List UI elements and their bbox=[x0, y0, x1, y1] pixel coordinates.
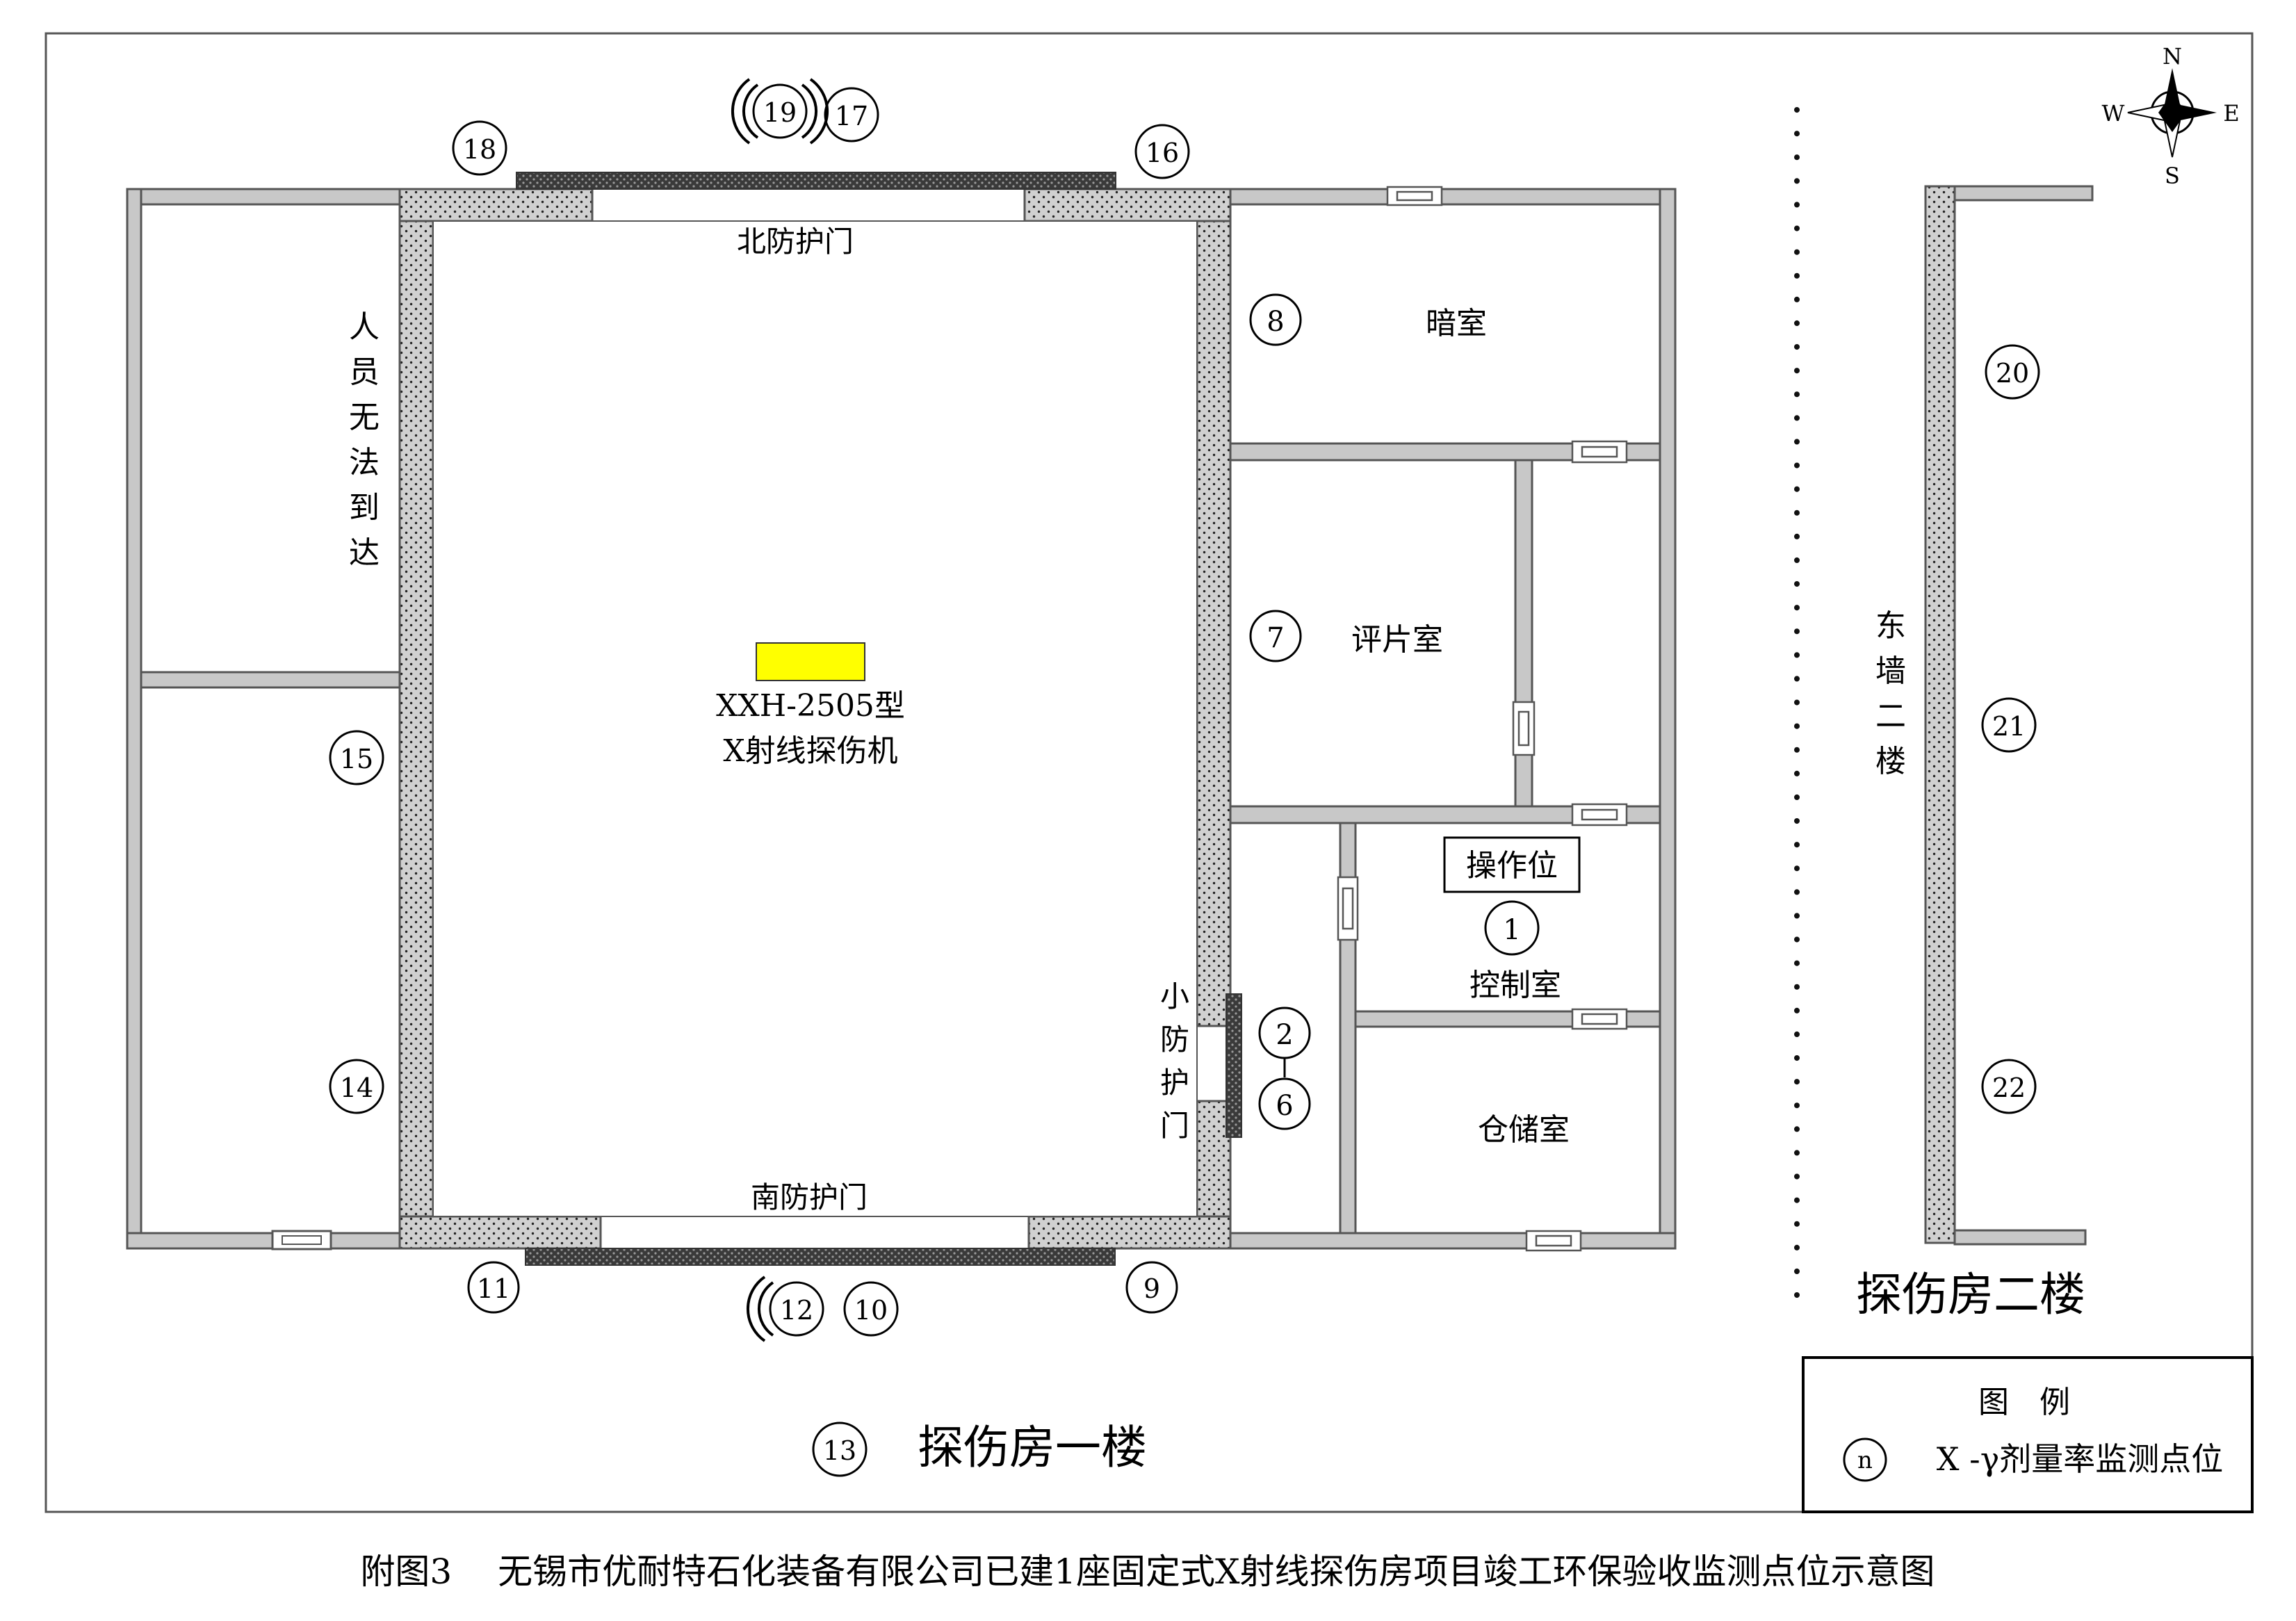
floor2-title: 探伤房二楼 bbox=[1856, 1268, 2085, 1321]
svg-text:N: N bbox=[2163, 43, 2182, 70]
svg-text:到: 到 bbox=[349, 490, 380, 526]
svg-text:二: 二 bbox=[1875, 699, 1906, 734]
floor1-title: 探伤房一楼 bbox=[918, 1421, 1147, 1474]
dark-room-label: 暗室 bbox=[1426, 306, 1487, 341]
storage-room-label: 仓储室 bbox=[1478, 1112, 1570, 1148]
svg-text:E: E bbox=[2223, 100, 2239, 127]
svg-text:10: 10 bbox=[854, 1295, 888, 1326]
svg-text:达: 达 bbox=[349, 535, 380, 571]
figure-caption: 附图3 无锡市优耐特石化装备有限公司已建1座固定式X射线探伤房项目竣工环保验收监… bbox=[360, 1551, 1935, 1592]
svg-text:11: 11 bbox=[477, 1273, 510, 1304]
svg-text:小: 小 bbox=[1160, 979, 1189, 1013]
svg-text:19: 19 bbox=[763, 97, 797, 128]
svg-text:无: 无 bbox=[349, 400, 380, 435]
monitor-point: 14 bbox=[329, 1059, 384, 1114]
control-room-label: 控制室 bbox=[1469, 968, 1561, 1003]
svg-text:21: 21 bbox=[1992, 711, 2026, 742]
svg-text:6: 6 bbox=[1276, 1090, 1293, 1122]
svg-text:15: 15 bbox=[340, 744, 373, 774]
outer-frame bbox=[44, 32, 2254, 1513]
monitor-point: 20 bbox=[1985, 344, 2040, 400]
east-wall-2f-label: 东 墙 二 楼 bbox=[1875, 608, 1906, 779]
svg-text:防: 防 bbox=[1160, 1023, 1189, 1057]
monitor-point-gamma: 19 bbox=[731, 78, 829, 145]
monitoring-points: 1 2 6 7 8 9 10 11 12 13 14 15 16 17 18 1… bbox=[329, 78, 2040, 1477]
operator-position-label: 操作位 bbox=[1466, 848, 1558, 883]
south-door-opening bbox=[599, 1214, 1030, 1251]
north-lead-plate bbox=[516, 172, 1116, 190]
north-door-opening bbox=[591, 186, 1026, 224]
svg-text:8: 8 bbox=[1267, 306, 1284, 338]
compass-icon: N S E W bbox=[2102, 43, 2240, 189]
operator-position-box bbox=[1443, 836, 1581, 893]
small-door-label: 小 防 护 门 bbox=[1160, 979, 1189, 1143]
svg-text:7: 7 bbox=[1267, 622, 1284, 654]
monitor-point: 6 bbox=[1258, 1077, 1311, 1130]
monitor-point-gamma: 12 bbox=[746, 1276, 824, 1342]
svg-text:护: 护 bbox=[1160, 1066, 1189, 1100]
svg-text:17: 17 bbox=[835, 101, 868, 131]
south-lead-plate bbox=[525, 1248, 1116, 1266]
svg-text:东: 东 bbox=[1875, 608, 1906, 644]
svg-text:楼: 楼 bbox=[1875, 744, 1906, 779]
monitor-point: 13 bbox=[812, 1422, 868, 1477]
svg-text:门: 门 bbox=[1160, 1109, 1189, 1143]
machine-model-label: XXH-2505型 bbox=[716, 688, 905, 724]
svg-text:1: 1 bbox=[1503, 914, 1520, 946]
shield-room-interior bbox=[432, 220, 1198, 1217]
svg-text:人: 人 bbox=[349, 309, 380, 345]
svg-text:法: 法 bbox=[349, 445, 380, 480]
svg-text:S: S bbox=[2165, 163, 2180, 189]
film-room-label: 评片室 bbox=[1351, 622, 1443, 658]
monitor-point: 22 bbox=[1981, 1059, 2037, 1114]
east-wall-2f bbox=[1924, 185, 2094, 1246]
svg-text:16: 16 bbox=[1146, 138, 1179, 168]
monitor-point: 11 bbox=[467, 1261, 520, 1314]
svg-text:13: 13 bbox=[823, 1435, 856, 1466]
svg-text:W: W bbox=[2102, 100, 2125, 127]
svg-text:墙: 墙 bbox=[1875, 653, 1906, 689]
south-door-label: 南防护门 bbox=[751, 1180, 868, 1214]
monitor-point: 1 bbox=[1484, 900, 1540, 956]
monitor-point: 16 bbox=[1134, 124, 1190, 179]
xray-machine bbox=[756, 642, 865, 681]
svg-text:12: 12 bbox=[780, 1295, 813, 1326]
legend-text: X -γ剂量率监测点位 bbox=[1937, 1440, 2223, 1478]
svg-text:员: 员 bbox=[349, 355, 380, 390]
monitor-point: 17 bbox=[824, 87, 879, 142]
monitor-point: 9 bbox=[1125, 1261, 1178, 1314]
svg-text:22: 22 bbox=[1992, 1073, 2026, 1103]
legend-symbol bbox=[1843, 1437, 1887, 1482]
svg-text:14: 14 bbox=[340, 1073, 373, 1103]
svg-text:20: 20 bbox=[1996, 358, 2029, 389]
legend-title: 图 例 bbox=[1978, 1385, 2070, 1420]
monitor-point: 18 bbox=[452, 120, 507, 176]
north-door-label: 北防护门 bbox=[737, 225, 854, 259]
svg-text:n: n bbox=[1857, 1447, 1873, 1474]
monitor-point: 8 bbox=[1249, 293, 1302, 346]
unreachable-label: 人 员 无 法 到 达 bbox=[349, 309, 380, 571]
machine-name-label: X射线探伤机 bbox=[723, 733, 897, 769]
monitor-point: 15 bbox=[329, 730, 384, 785]
svg-text:9: 9 bbox=[1143, 1273, 1160, 1304]
legend: 图 例 n X -γ剂量率监测点位 bbox=[1802, 1356, 2254, 1513]
monitor-point: 10 bbox=[843, 1281, 899, 1337]
svg-text:2: 2 bbox=[1276, 1019, 1293, 1051]
small-door-lead bbox=[1226, 993, 1242, 1138]
east-annex-doors bbox=[1337, 186, 1628, 1252]
monitor-point: 21 bbox=[1981, 697, 2037, 753]
west-annex-door bbox=[271, 1230, 332, 1251]
monitor-point: 7 bbox=[1249, 610, 1302, 662]
monitor-point: 2 bbox=[1258, 1007, 1311, 1059]
svg-text:18: 18 bbox=[463, 134, 496, 165]
